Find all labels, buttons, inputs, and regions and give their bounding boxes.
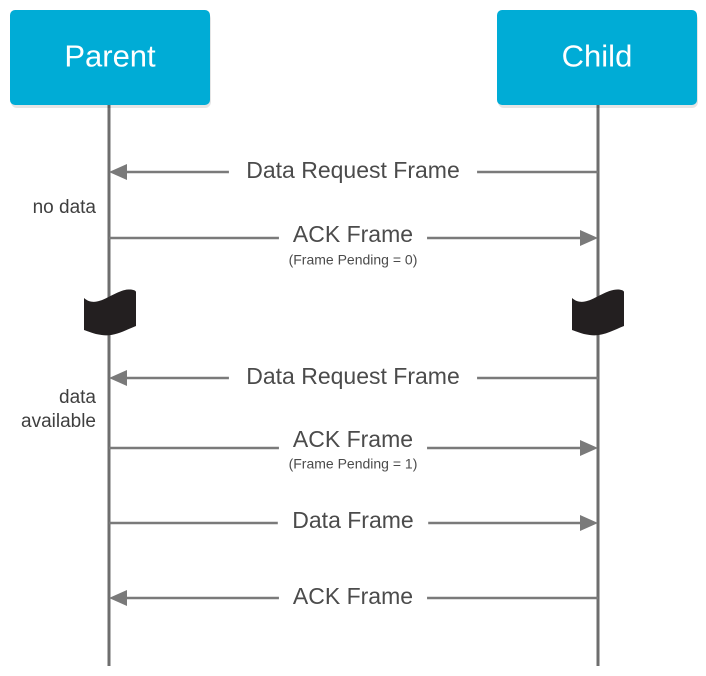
break-parent-icon — [84, 289, 136, 336]
arrow-head-left — [109, 164, 127, 180]
message-1: ACK Frame (Frame Pending = 0) — [109, 221, 598, 268]
participant-child-label: Child — [562, 39, 633, 74]
message-label: Data Request Frame — [246, 157, 459, 183]
note-no-data-line-0: no data — [33, 197, 97, 218]
participant-parent-box[interactable] — [10, 10, 210, 105]
break-symbols-layer — [84, 289, 624, 336]
message-label: ACK Frame — [293, 221, 413, 247]
arrow-head-right — [580, 230, 598, 246]
participant-parent[interactable]: Parent — [10, 10, 211, 108]
message-5: ACK Frame — [109, 583, 598, 609]
message-2: Data Request Frame — [109, 363, 598, 389]
participant-child-box[interactable] — [497, 10, 697, 105]
note-data-available-line-0: data — [59, 387, 96, 408]
note-data-available-line-1: available — [21, 411, 96, 432]
message-label: Data Frame — [292, 507, 413, 533]
message-3: ACK Frame (Frame Pending = 1) — [109, 426, 598, 472]
break-child-icon — [572, 289, 624, 336]
participant-child[interactable]: Child — [497, 10, 698, 108]
arrow-head-left — [109, 590, 127, 606]
participant-parent-label: Parent — [64, 39, 156, 74]
arrow-head-left — [109, 370, 127, 386]
message-sublabel: (Frame Pending = 1) — [289, 456, 418, 472]
arrow-head-right — [580, 515, 598, 531]
message-label: Data Request Frame — [246, 363, 459, 389]
arrow-head-right — [580, 440, 598, 456]
lifelines — [107, 105, 600, 666]
message-4: Data Frame — [109, 507, 598, 533]
message-label: ACK Frame — [293, 426, 413, 452]
message-0: Data Request Frame — [109, 157, 598, 183]
message-sublabel: (Frame Pending = 0) — [289, 252, 418, 268]
side-notes-layer: no data data available — [21, 197, 96, 432]
message-label: ACK Frame — [293, 583, 413, 609]
